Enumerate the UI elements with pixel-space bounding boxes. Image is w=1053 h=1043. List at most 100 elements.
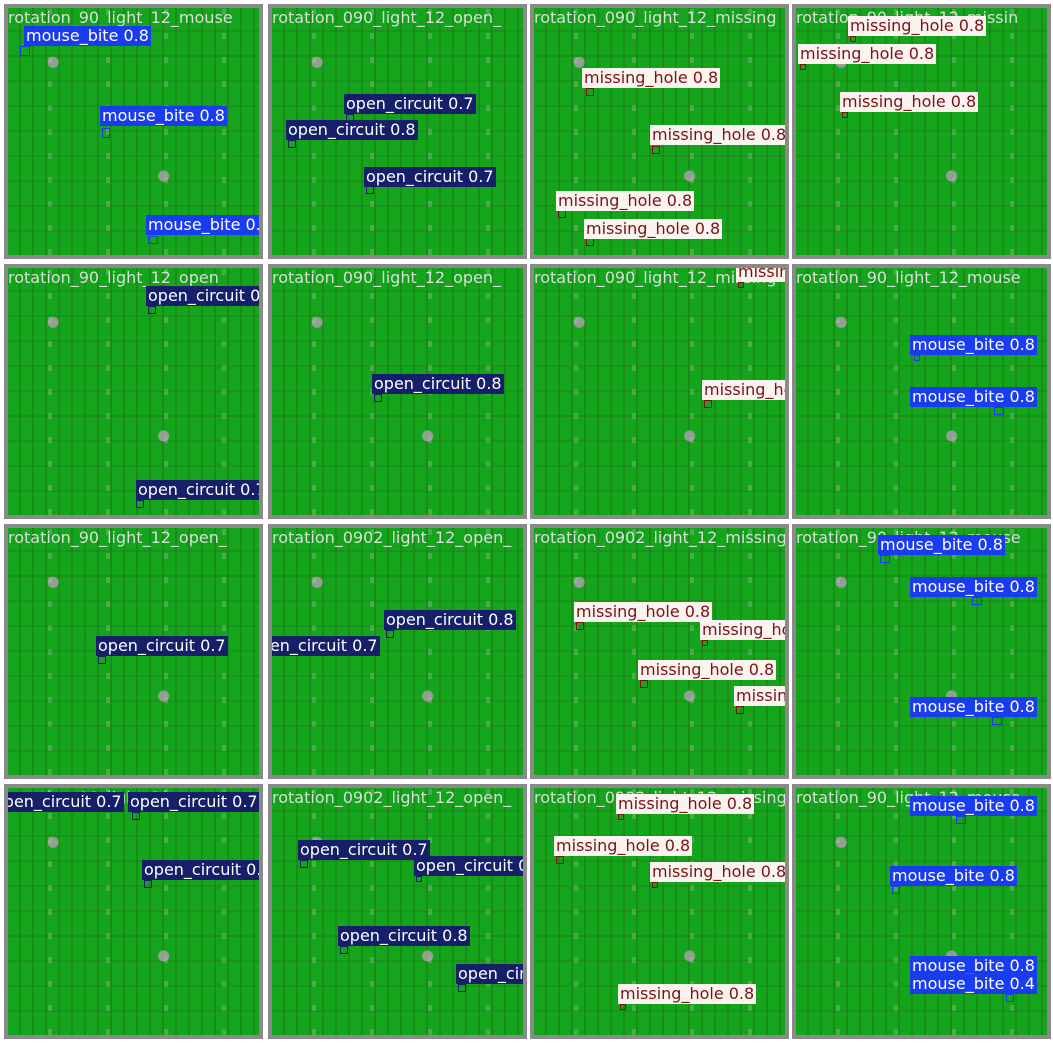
detection-box — [586, 88, 594, 96]
detection-label: missing_hole 0.8 — [556, 191, 695, 211]
detection-label: missing_hole 0.8 — [700, 620, 785, 640]
detection-box — [994, 407, 1004, 415]
detection-box — [736, 706, 744, 714]
detection-label: open_circuit 0.7 — [364, 167, 496, 187]
detection-label: missing_hole 0.8 — [638, 660, 777, 680]
detection-label: open_circuit 0.7 — [298, 840, 430, 860]
detection-box — [20, 46, 30, 56]
detection-box — [366, 186, 374, 194]
detection-label: missing_hole 0.8 — [702, 380, 785, 400]
detection-box — [842, 112, 848, 118]
tile-filename: rotation_90_light_12_open_ — [8, 528, 227, 547]
detection-box — [652, 146, 660, 154]
detection-box — [640, 680, 648, 688]
detection-box — [340, 946, 348, 954]
detection-box — [136, 500, 144, 508]
tile-filename: rotation_90_light_12_mouse — [796, 268, 1021, 287]
detection-label: open_circuit 0.8 — [456, 964, 523, 984]
detection-label: open_circuit 0.7 — [8, 792, 124, 812]
pcb-image-tile: rotation_0902_light_12_open_open_circuit… — [268, 784, 527, 1039]
detection-label: open_circuit 0.8 — [338, 926, 470, 946]
detection-box — [702, 640, 708, 646]
pcb-image-tile: rotation_0902_light_12_open_ open_circuit… — [268, 524, 527, 779]
detection-label: missing_hole 0.8 — [734, 686, 785, 706]
tile-filename: rotation_090_light_12_missing — [534, 268, 777, 287]
detection-label: missing_hole 0.8 — [554, 836, 693, 856]
pcb-image-tile: rotation_090_light_12_open_ open_circuit … — [268, 264, 527, 519]
detection-label: open_circuit 0.7 — [272, 636, 380, 656]
detection-box — [576, 622, 584, 630]
detection-label: mouse_bite 0.8 — [910, 387, 1037, 407]
detection-box — [850, 36, 856, 42]
detection-box — [144, 880, 152, 888]
detection-label: mouse_bite 0.8 — [910, 796, 1037, 816]
detection-label: mouse_bite 0.8 — [890, 866, 1017, 886]
tile-filename: rotation_090_light_12_open_ — [272, 268, 502, 287]
detection-box — [992, 717, 1002, 725]
detection-label: mouse_bite 0.8 — [910, 577, 1037, 597]
pcb-image-tile: rotation_0902_light_12_missingmissing_ho… — [530, 784, 789, 1039]
detection-box — [556, 856, 564, 864]
detection-label: missing_hole 0.8 — [650, 862, 787, 882]
detection-box — [620, 1004, 626, 1010]
tile-filename: rotation_090_light_12_open_ — [272, 8, 502, 27]
detection-box — [1006, 994, 1014, 1002]
detection-box — [956, 816, 966, 824]
detection-box — [300, 860, 308, 868]
detection-label: mouse_bite 0.8 — [910, 956, 1037, 976]
pcb-image-tile: rotation_90_light_12_missinmissing_hole … — [792, 4, 1051, 259]
detection-label: open_circuit 0.8 — [286, 120, 418, 140]
pcb-image-tile: rotation_90_light_12_open_open_circuit 0… — [4, 784, 263, 1039]
detection-box — [880, 555, 890, 563]
pcb-image-tile: rotation_0902_light_12_missing missing_ho… — [530, 524, 789, 779]
detection-label: mouse_bite 0.8 — [910, 697, 1037, 717]
detection-label: missing_hole 0.8 — [650, 125, 787, 145]
detection-box — [148, 306, 156, 314]
detection-box — [374, 394, 382, 402]
detection-box — [618, 814, 624, 820]
tile-filename: rotation_0902_light_12_open_ — [272, 528, 512, 547]
pcb-image-tile: rotation_90_light_12_mouse mouse_bite 0.8… — [792, 264, 1051, 519]
detection-label: missing_hole 0.8 — [798, 44, 937, 64]
detection-box — [288, 140, 296, 148]
detection-box — [800, 64, 806, 70]
detection-box — [738, 282, 744, 288]
detection-label: missing_hole 0.8 — [848, 16, 987, 36]
detection-label: open_circuit 0.8 — [384, 610, 516, 630]
detection-box — [892, 886, 900, 894]
pcb-image-tile: rotation_90_light_12_open_open_circuit 0… — [4, 524, 263, 779]
detection-box — [914, 355, 920, 361]
detection-label: mouse_bite 0.8 — [878, 535, 1005, 555]
detection-label: missing_hole 0.8 — [840, 92, 979, 112]
tile-filename: rotation_0902_light_12_missing — [534, 528, 787, 547]
detection-label: open_circuit 0.7 — [344, 94, 476, 114]
detection-label: missing_hole 0.8 — [616, 794, 755, 814]
detection-box — [458, 984, 466, 992]
detection-box — [586, 238, 594, 246]
pcb-image-tile: rotation_090_light_12_missingmissing_hol… — [530, 264, 789, 519]
detection-box — [652, 882, 658, 888]
detection-box — [972, 597, 982, 605]
detection-label: mouse_bite 0.8 — [24, 26, 151, 46]
pcb-image-tile: rotation_090_light_12_missing missing_hol… — [530, 4, 789, 259]
detection-box — [558, 210, 566, 218]
detection-box — [132, 812, 140, 820]
detection-label: missing_hole 0.8 — [618, 984, 757, 1004]
detection-label: missing_hole 0.8 — [736, 268, 785, 282]
detection-label: open_circuit 0.8 — [414, 856, 523, 876]
detection-box — [98, 656, 106, 664]
tile-filename: rotation_90_light_12_open_ — [8, 268, 227, 287]
detection-label: mouse_bite 0.4 — [910, 974, 1037, 994]
detection-box — [386, 630, 394, 638]
detection-label: missing_hole 0.8 — [574, 602, 713, 622]
detection-label: open_circuit 0.8 — [372, 374, 504, 394]
detection-label: open_circuit 0.8 — [142, 860, 259, 880]
tile-filename: rotation_090_light_12_missing — [534, 8, 777, 27]
detection-box — [416, 876, 422, 882]
detection-box — [148, 236, 158, 244]
detection-label: missing_hole 0.8 — [584, 219, 723, 239]
pcb-image-tile: rotation_090_light_12_open_ open_circuit … — [268, 4, 527, 259]
detection-box — [704, 400, 712, 408]
